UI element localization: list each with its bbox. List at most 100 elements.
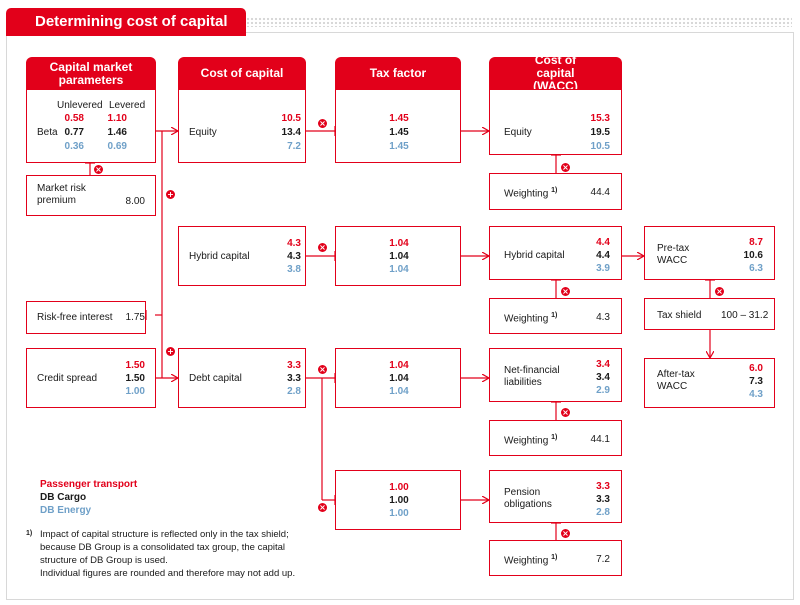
tax-pension-passenger: 1.00 <box>389 482 409 493</box>
wacc-equity-cargo: 19.5 <box>590 127 610 138</box>
tax-shield-box: Tax shield 100 – 31.2 <box>644 298 775 330</box>
times-icon: × <box>715 287 724 296</box>
dotted-rule <box>246 17 792 27</box>
beta-levered-energy: 0.69 <box>107 141 127 152</box>
cost-equity-energy: 7.2 <box>287 141 301 152</box>
risk-free-label: Risk-free interest <box>37 312 113 323</box>
plus-icon: + <box>166 190 175 199</box>
risk-free-value: 1.75 <box>125 312 145 323</box>
pretax-wacc-passenger: 8.7 <box>749 237 763 248</box>
beta-col-levered: Levered <box>109 100 146 111</box>
tax-equity-energy: 1.45 <box>389 141 409 152</box>
beta-box: Unlevered Levered Beta 0.58 0.77 0.36 1.… <box>26 89 156 163</box>
times-icon: × <box>318 243 327 252</box>
times-icon: × <box>318 365 327 374</box>
times-icon: × <box>561 287 570 296</box>
cost-debt-cargo: 3.3 <box>287 373 301 384</box>
weighting-equity-value: 44.4 <box>590 187 610 198</box>
wacc-hybrid-passenger: 4.4 <box>596 237 610 248</box>
times-icon: × <box>318 503 327 512</box>
times-icon: × <box>561 529 570 538</box>
wacc-hybrid-cargo: 4.4 <box>596 250 610 261</box>
market-risk-label: Market risk premium <box>37 183 86 206</box>
diagram-frame <box>6 32 794 600</box>
footnote-line: because DB Group is a consolidated tax g… <box>40 542 286 553</box>
beta-unlevered-passenger: 0.58 <box>64 113 84 124</box>
tax-pension-box: 1.00 1.00 1.00 <box>335 470 461 530</box>
times-icon: × <box>318 119 327 128</box>
wacc-pension-energy: 2.8 <box>596 507 610 518</box>
pretax-wacc-cargo: 10.6 <box>743 250 763 261</box>
tax-hybrid-energy: 1.04 <box>389 264 409 275</box>
wacc-equity-passenger: 15.3 <box>590 113 610 124</box>
weighting-pension-label: Weighting 1) <box>504 554 558 567</box>
cost-hybrid-energy: 3.8 <box>287 264 301 275</box>
wacc-hybrid-energy: 3.9 <box>596 263 610 274</box>
cost-hybrid-cargo: 4.3 <box>287 251 301 262</box>
tax-hybrid-cargo: 1.04 <box>389 251 409 262</box>
tax-debt-passenger: 1.04 <box>389 360 409 371</box>
cost-equity-cargo: 13.4 <box>281 127 301 138</box>
wacc-hybrid-label: Hybrid capital <box>504 250 565 261</box>
tax-debt-box: 1.04 1.04 1.04 <box>335 348 461 408</box>
times-icon: × <box>561 163 570 172</box>
weighting-hybrid-box: Weighting 1) 4.3 <box>489 298 622 334</box>
tax-hybrid-passenger: 1.04 <box>389 238 409 249</box>
cost-hybrid-box: Hybrid capital 4.3 4.3 3.8 <box>178 226 306 286</box>
weighting-pension-value: 7.2 <box>596 554 610 565</box>
aftertax-wacc-label: After-tax WACC <box>657 369 695 392</box>
aftertax-wacc-box: After-tax WACC 6.0 7.3 4.3 <box>644 358 775 408</box>
tax-shield-value: 100 – 31.2 <box>721 310 769 321</box>
wacc-equity-label: Equity <box>504 127 532 138</box>
weighting-netfin-box: Weighting 1) 44.1 <box>489 420 622 456</box>
times-icon: × <box>94 165 103 174</box>
beta-label: Beta <box>37 127 58 138</box>
tax-shield-label: Tax shield <box>657 310 702 321</box>
risk-free-box: Risk-free interest 1.75 <box>26 301 146 334</box>
legend-energy: DB Energy <box>40 505 92 516</box>
cost-debt-passenger: 3.3 <box>287 360 301 371</box>
weighting-netfin-label: Weighting 1) <box>504 434 558 447</box>
cost-equity-label: Equity <box>189 127 217 138</box>
header-cost-of-capital: Cost of capital <box>178 57 306 90</box>
wacc-netfin-energy: 2.9 <box>596 385 610 396</box>
wacc-equity-box: Equity 15.3 19.5 10.5 <box>489 89 622 155</box>
cost-equity-box: Equity 10.5 13.4 7.2 <box>178 89 306 163</box>
beta-levered-cargo: 1.46 <box>107 127 127 138</box>
tax-debt-cargo: 1.04 <box>389 373 409 384</box>
tax-debt-energy: 1.04 <box>389 386 409 397</box>
diagram-title: Determining cost of capital <box>6 8 246 36</box>
legend-passenger: Passenger transport <box>40 479 138 490</box>
header-capital-market: Capital market parameters <box>26 57 156 90</box>
aftertax-wacc-passenger: 6.0 <box>749 363 763 374</box>
header-tax-factor: Tax factor <box>335 57 461 90</box>
cost-hybrid-passenger: 4.3 <box>287 238 301 249</box>
credit-spread-passenger: 1.50 <box>125 360 145 371</box>
times-icon: × <box>561 408 570 417</box>
tax-equity-passenger: 1.45 <box>389 113 409 124</box>
credit-spread-box: Credit spread 1.50 1.50 1.00 <box>26 348 156 408</box>
wacc-pension-cargo: 3.3 <box>596 494 610 505</box>
weighting-equity-label: Weighting 1) <box>504 187 558 200</box>
beta-col-unlevered: Unlevered <box>57 100 103 111</box>
weighting-equity-box: Weighting 1) 44.4 <box>489 173 622 210</box>
pretax-wacc-energy: 6.3 <box>749 263 763 274</box>
weighting-hybrid-label: Weighting 1) <box>504 312 558 325</box>
tax-equity-cargo: 1.45 <box>389 127 409 138</box>
wacc-equity-energy: 10.5 <box>590 141 610 152</box>
wacc-pension-passenger: 3.3 <box>596 481 610 492</box>
wacc-pension-box: Pension obligations 3.3 3.3 2.8 <box>489 470 622 523</box>
market-risk-box: Market risk premium 8.00 <box>26 175 156 216</box>
aftertax-wacc-energy: 4.3 <box>749 389 763 400</box>
cost-debt-box: Debt capital 3.3 3.3 2.8 <box>178 348 306 408</box>
footnote-line: Individual figures are rounded and there… <box>40 568 296 579</box>
wacc-netfin-passenger: 3.4 <box>596 359 610 370</box>
weighting-pension-box: Weighting 1) 7.2 <box>489 540 622 576</box>
credit-spread-cargo: 1.50 <box>125 373 145 384</box>
wacc-netfin-cargo: 3.4 <box>596 372 610 383</box>
footnote: Impact of capital structure is reflected… <box>40 528 310 580</box>
footnote-line: Impact of capital structure is reflected… <box>40 529 289 540</box>
beta-levered-passenger: 1.10 <box>107 113 127 124</box>
plus-icon: + <box>166 347 175 356</box>
